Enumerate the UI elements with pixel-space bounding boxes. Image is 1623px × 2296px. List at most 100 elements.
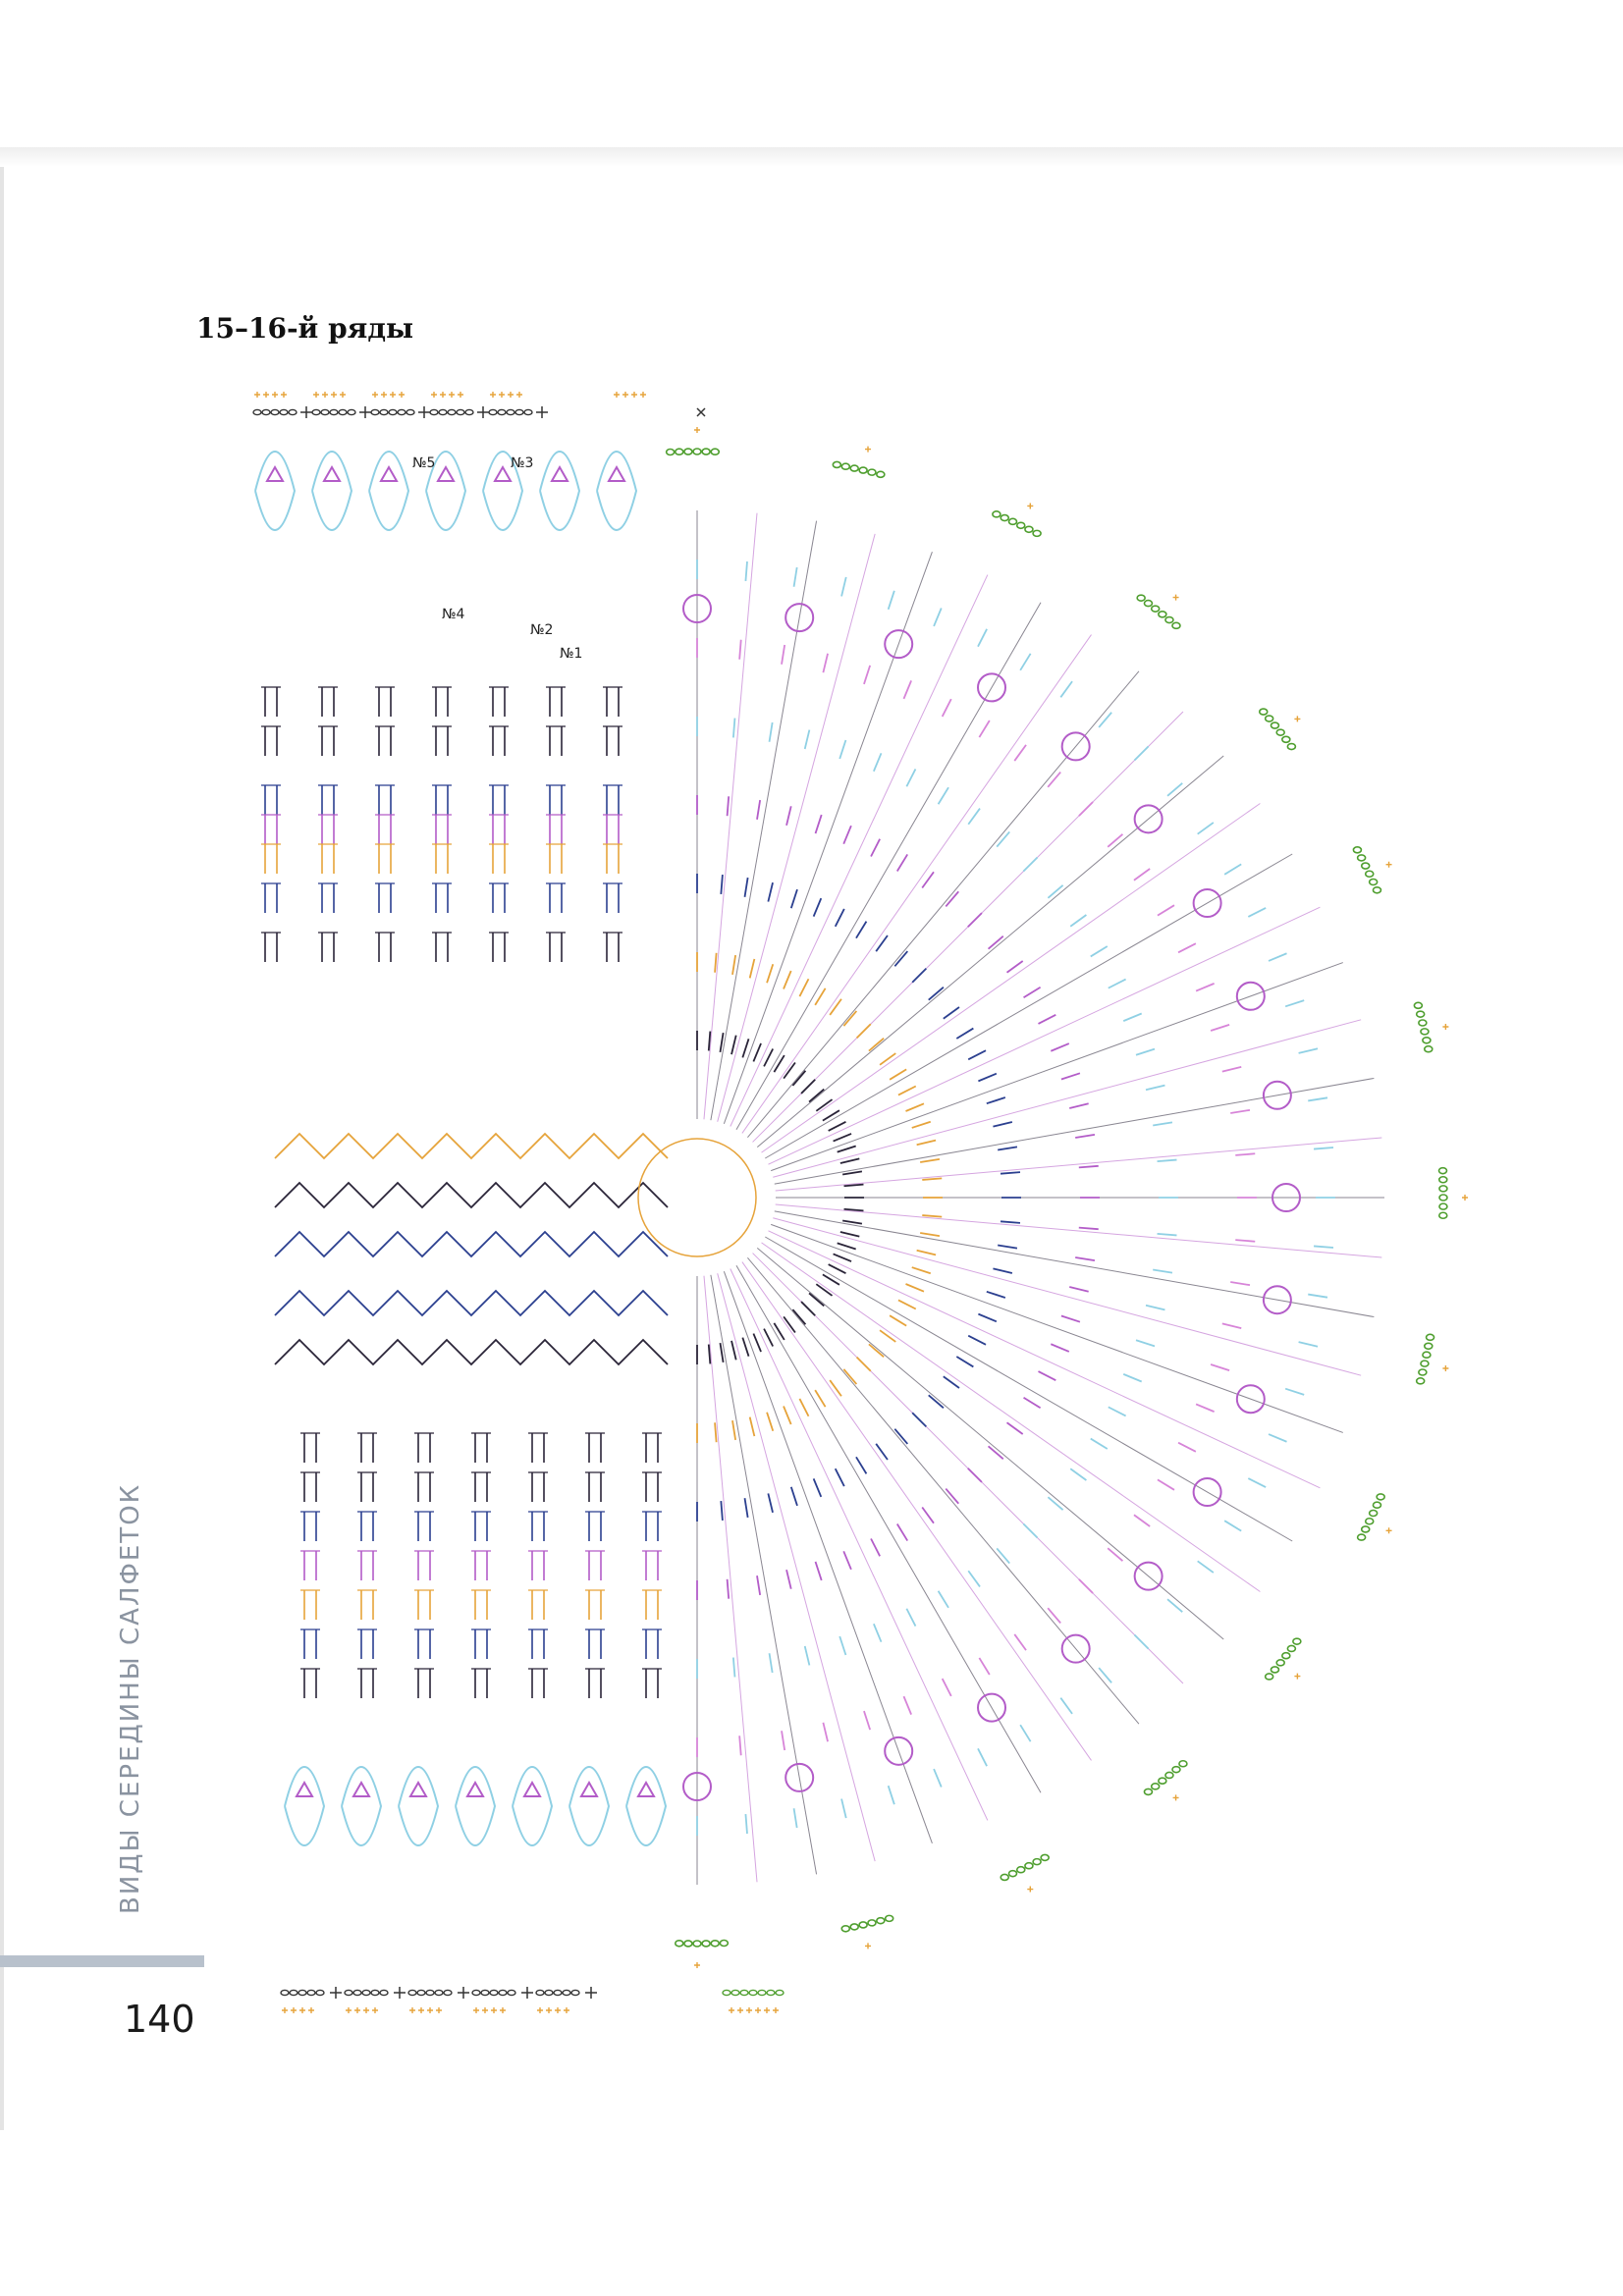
fan-stitch	[840, 1798, 847, 1819]
fan-stitch	[1000, 1220, 1021, 1224]
fan-stitch	[1108, 978, 1127, 989]
fan-stitch	[998, 1244, 1018, 1250]
shell-stitch	[884, 1735, 914, 1766]
fan-stitch	[791, 1070, 807, 1087]
sc-stitch	[440, 392, 446, 398]
joining-stitch	[394, 1987, 406, 1999]
fan-stitch	[855, 921, 868, 939]
chain-stitch	[1032, 529, 1042, 538]
fan-stitch	[1060, 1314, 1081, 1323]
fan-stitch	[1284, 999, 1305, 1008]
fan-stitch	[800, 1301, 816, 1316]
fan-stitch	[1298, 1341, 1319, 1348]
fan-stitch	[1166, 782, 1183, 797]
fan-stitch	[863, 1710, 871, 1731]
chain-stitch	[1007, 1869, 1018, 1878]
chain-stitch	[416, 1989, 426, 1997]
chain-stitch	[1292, 1637, 1302, 1645]
fan-stitch	[726, 796, 730, 817]
fan-stitch	[783, 1061, 796, 1080]
fan-stitch	[1223, 1520, 1242, 1532]
fan-stitch	[1157, 904, 1175, 917]
radial-stitch-line	[741, 1261, 1092, 1761]
shell-stitch	[784, 1762, 815, 1792]
fan-stitch	[720, 1500, 724, 1522]
fan-stitch	[1135, 1339, 1156, 1348]
fan-stitch	[945, 890, 959, 908]
chain-stitch	[370, 408, 380, 416]
chain-stitch	[1164, 1771, 1174, 1780]
fan-stitch	[1197, 822, 1215, 835]
fan-stitch	[922, 1214, 943, 1218]
chain-stitch	[1000, 513, 1010, 522]
chain-stitch	[329, 408, 339, 416]
fan-stitch	[842, 1170, 863, 1176]
joining-stitch	[521, 1987, 533, 1999]
fan-stitch	[789, 888, 798, 909]
sc-stitch	[340, 392, 346, 398]
fan-stitch	[928, 986, 945, 1001]
radial-stitch-line	[761, 803, 1261, 1153]
shell-stitch	[352, 1780, 371, 1797]
chain-stitch	[1286, 1644, 1297, 1653]
fan-stitch	[905, 1283, 925, 1293]
sc-stitch	[631, 392, 637, 398]
chain-stitch	[1024, 1861, 1034, 1870]
fan-stitch	[1313, 1147, 1334, 1150]
shell-stitch	[607, 464, 626, 482]
chain-stitch	[1438, 1194, 1448, 1201]
sc-stitch	[1442, 1023, 1449, 1030]
radial-stitch-line	[735, 602, 1042, 1130]
chain-stitch	[570, 1989, 580, 1997]
fan-stitch	[843, 1207, 864, 1212]
sc-stitch	[381, 392, 387, 398]
fan-stitch	[941, 1678, 952, 1697]
chain-stitch	[1360, 862, 1371, 870]
fan-stitch	[707, 1031, 712, 1051]
fan-stitch	[763, 1048, 774, 1067]
chain-stitch	[867, 468, 877, 476]
chain-stitch	[497, 408, 507, 416]
shell-stitch	[636, 1780, 656, 1797]
chain-stitch	[480, 1989, 490, 1997]
chart-outer-arc	[665, 427, 1468, 1968]
chain-stitch	[1281, 1651, 1291, 1660]
fan-stitch	[879, 1329, 896, 1343]
chain-stitch	[1356, 1533, 1367, 1541]
chain-stitch	[710, 1939, 721, 1948]
sc-stitch	[372, 2007, 378, 2013]
fan-stitch	[1221, 1066, 1242, 1073]
chain-stitch	[315, 1989, 325, 1997]
fan-stitch	[1019, 653, 1032, 671]
chain-stitch	[730, 1989, 740, 1997]
fan-stitch	[1038, 1014, 1056, 1025]
fan-stitch	[889, 1314, 907, 1327]
radial-stitch-line	[771, 1223, 1343, 1433]
fan-stitch	[855, 1356, 872, 1372]
chain-stitch	[298, 1989, 307, 1997]
chain-stitch	[311, 408, 321, 416]
center-ring	[637, 1138, 757, 1257]
fan-stitch	[1308, 1293, 1328, 1299]
chain-arch	[398, 1766, 440, 1846]
chain-stitch	[840, 1924, 851, 1933]
fan-stitch	[943, 1375, 960, 1389]
chain-stitch	[1024, 525, 1034, 534]
fan-stitch	[1197, 1560, 1215, 1574]
radial-stitch-line	[773, 1019, 1362, 1178]
fan-stitch	[1247, 907, 1267, 918]
chain-stitch	[1136, 594, 1146, 602]
fan-stitch	[1135, 1047, 1156, 1056]
fan-stitch	[731, 718, 736, 738]
fan-stitch	[1090, 945, 1109, 958]
fan-stitch	[1069, 1102, 1089, 1109]
fan-stitch	[873, 1623, 883, 1643]
fan-stitch	[986, 1290, 1006, 1299]
fan-stitch	[773, 1054, 785, 1073]
fan-stitch	[870, 838, 881, 857]
fan-stitch	[719, 1343, 725, 1363]
radial-stitch-line	[723, 552, 933, 1124]
chain-stitch	[289, 1989, 298, 1997]
fan-stitch	[967, 912, 983, 928]
radial-stitch-line	[768, 906, 1321, 1165]
